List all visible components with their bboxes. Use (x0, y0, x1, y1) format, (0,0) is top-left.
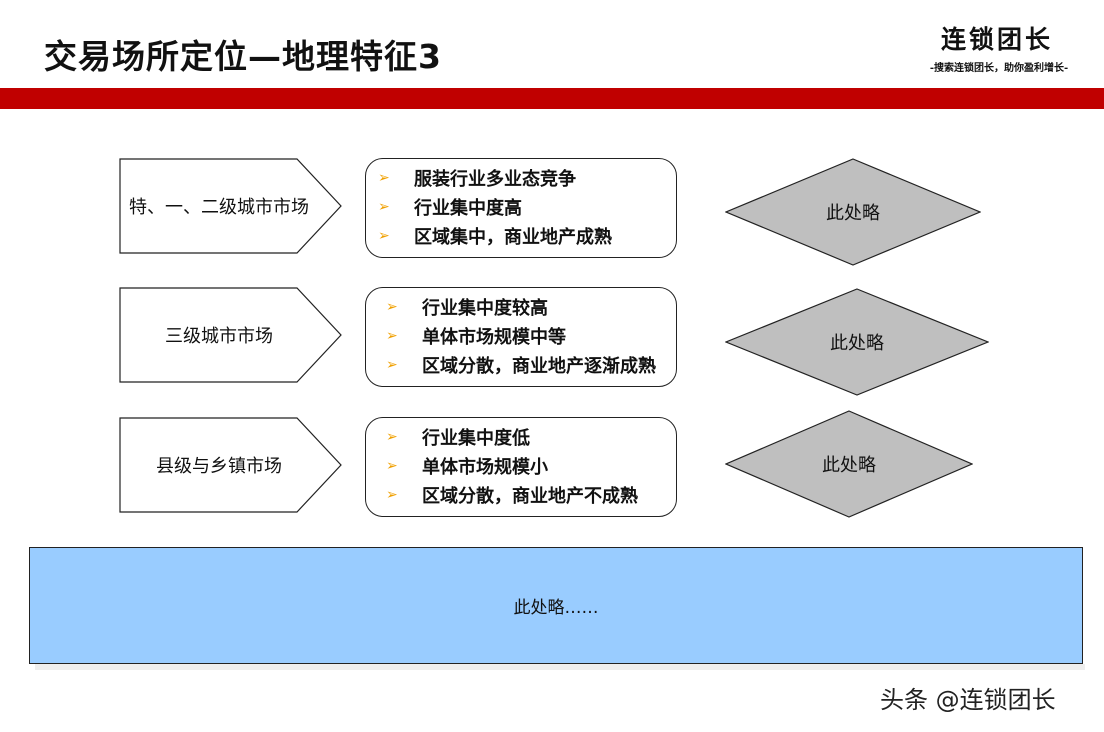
note-diamond-tier1: 此处略 (725, 158, 981, 266)
watermark-text: 头条 @连锁团长 (880, 686, 1056, 714)
summary-panel-shadow (35, 664, 1085, 670)
arrowhead-bullet-icon: ➢ (378, 198, 390, 215)
arrowhead-bullet-icon: ➢ (386, 486, 398, 503)
feature-item: ➢行业集中度较高 (386, 297, 548, 319)
arrowhead-bullet-icon: ➢ (378, 227, 390, 244)
feature-item: ➢服装行业多业态竞争 (378, 168, 576, 190)
feature-item: ➢区域集中，商业地产成熟 (378, 226, 612, 248)
feature-item: ➢单体市场规模小 (386, 456, 548, 478)
feature-item: ➢区域分散，商业地产不成熟 (386, 485, 638, 507)
feature-item: ➢单体市场规模中等 (386, 326, 566, 348)
market-label-tier3: 三级城市市场 (165, 326, 273, 347)
brand-slogan: -搜索连锁团长，助你盈利增长- (929, 63, 1069, 74)
arrowhead-bullet-icon: ➢ (386, 298, 398, 315)
summary-panel: 此处略…… (29, 547, 1083, 664)
feature-box-county: ➢行业集中度低 ➢单体市场规模小 ➢区域分散，商业地产不成熟 (365, 417, 677, 517)
brand-logo-text: 连锁团长 (940, 25, 1053, 54)
market-label-tier1: 特、一、二级城市市场 (129, 197, 309, 218)
arrowhead-bullet-icon: ➢ (386, 327, 398, 344)
note-diamond-county: 此处略 (725, 410, 973, 518)
feature-item: ➢行业集中度低 (386, 427, 530, 449)
arrowhead-bullet-icon: ➢ (386, 457, 398, 474)
market-shape-county: 县级与乡镇市场 (119, 417, 343, 513)
feature-box-tier3: ➢行业集中度较高 ➢单体市场规模中等 ➢区域分散，商业地产逐渐成熟 (365, 287, 677, 387)
market-label-county: 县级与乡镇市场 (156, 456, 282, 477)
header-red-bar (0, 88, 1104, 109)
market-shape-tier3: 三级城市市场 (119, 287, 343, 383)
feature-list-tier1: ➢服装行业多业态竞争 ➢行业集中度高 ➢区域集中，商业地产成熟 (378, 163, 612, 250)
note-label-county: 此处略 (822, 455, 876, 476)
arrowhead-bullet-icon: ➢ (378, 169, 390, 186)
arrowhead-bullet-icon: ➢ (386, 428, 398, 445)
feature-list-tier3: ➢行业集中度较高 ➢单体市场规模中等 ➢区域分散，商业地产逐渐成熟 (386, 292, 656, 379)
page-title: 交易场所定位—地理特征3 (44, 37, 442, 76)
feature-item: ➢区域分散，商业地产逐渐成熟 (386, 355, 656, 377)
arrowhead-bullet-icon: ➢ (386, 356, 398, 373)
feature-list-county: ➢行业集中度低 ➢单体市场规模小 ➢区域分散，商业地产不成熟 (386, 422, 638, 509)
feature-item: ➢行业集中度高 (378, 197, 522, 219)
note-label-tier1: 此处略 (826, 203, 880, 224)
feature-box-tier1: ➢服装行业多业态竞争 ➢行业集中度高 ➢区域集中，商业地产成熟 (365, 158, 677, 258)
market-shape-tier1: 特、一、二级城市市场 (119, 158, 343, 254)
note-label-tier3: 此处略 (830, 333, 884, 354)
note-diamond-tier3: 此处略 (725, 288, 989, 396)
